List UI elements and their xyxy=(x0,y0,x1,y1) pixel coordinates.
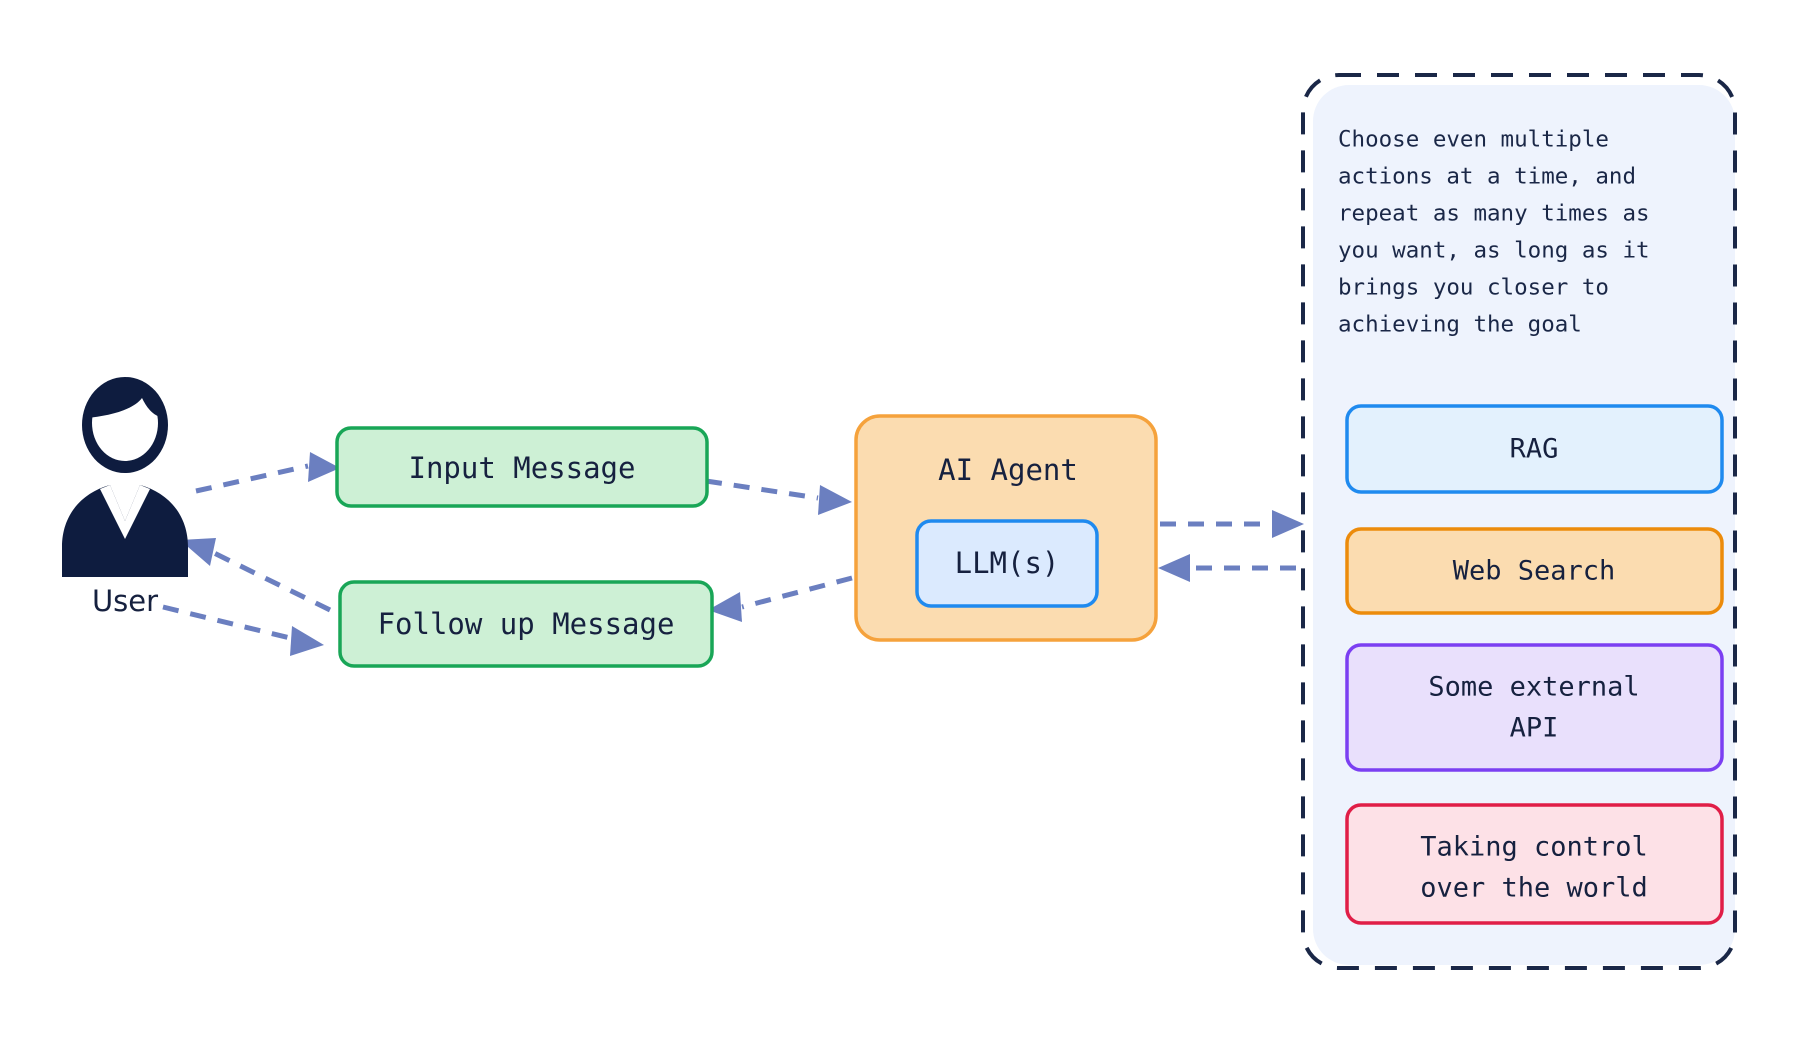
action-taking-control-label-line-0: Taking control xyxy=(1420,832,1648,863)
ai-agent-node[interactable]: AI Agent LLM(s) xyxy=(854,414,1158,642)
ai-agent-label: AI Agent xyxy=(938,453,1078,487)
edge-agent-to-actions-panel xyxy=(1160,510,1304,538)
edges-layer xyxy=(162,452,1304,656)
actions-panel-description-line-2: repeat as many times as xyxy=(1338,201,1650,227)
edge-follow-up-message-to-user xyxy=(180,538,332,613)
llm-node[interactable]: LLM(s) xyxy=(915,519,1099,608)
action-item-taking-control[interactable]: Taking control over the world xyxy=(1345,803,1724,925)
action-item-web-search[interactable]: Web Search xyxy=(1345,527,1724,615)
actions-panel-description-line-3: you want, as long as it xyxy=(1338,238,1650,264)
actions-panel: Choose even multiple actions at a time, … xyxy=(1301,73,1737,970)
action-item-rag[interactable]: RAG xyxy=(1345,404,1724,494)
action-taking-control-box[interactable] xyxy=(1345,803,1724,925)
follow-up-message-label: Follow up Message xyxy=(378,607,675,641)
follow-up-message-box[interactable] xyxy=(338,580,714,668)
action-external-api-box[interactable] xyxy=(1345,643,1724,772)
actions-panel-description-line-5: achieving the goal xyxy=(1338,312,1582,338)
actions-panel-description-line-1: actions at a time, and xyxy=(1338,164,1636,190)
action-web-search-label: Web Search xyxy=(1453,556,1616,587)
input-message-label: Input Message xyxy=(409,451,636,485)
action-external-api-label-line-1: API xyxy=(1510,713,1559,744)
action-item-external-api[interactable]: Some external API xyxy=(1345,643,1724,772)
llm-box[interactable] xyxy=(915,519,1099,608)
user-label: User xyxy=(92,584,158,618)
input-message-box[interactable] xyxy=(335,426,709,508)
user-avatar-icon xyxy=(62,377,188,577)
edge-input-message-to-agent xyxy=(705,478,852,515)
follow-up-message-node[interactable]: Follow up Message xyxy=(338,580,714,668)
edge-user-to-input-message xyxy=(195,452,340,494)
edge-actions-panel-to-agent xyxy=(1158,554,1296,582)
action-rag-box[interactable] xyxy=(1345,404,1724,494)
edge-user-to-follow-up-message xyxy=(162,604,324,656)
action-taking-control-label-line-1: over the world xyxy=(1420,873,1648,904)
llm-label: LLM(s) xyxy=(955,546,1060,580)
actions-panel-description-line-4: brings you closer to xyxy=(1338,275,1609,301)
action-external-api-label-line-0: Some external xyxy=(1428,672,1639,703)
input-message-node[interactable]: Input Message xyxy=(335,426,709,508)
action-rag-label: RAG xyxy=(1510,434,1559,465)
edge-agent-to-follow-up-message xyxy=(708,575,853,622)
actions-panel-description-line-0: Choose even multiple xyxy=(1338,127,1609,153)
actions-panel-description: Choose even multiple actions at a time, … xyxy=(1338,127,1650,338)
action-web-search-box[interactable] xyxy=(1345,527,1724,615)
